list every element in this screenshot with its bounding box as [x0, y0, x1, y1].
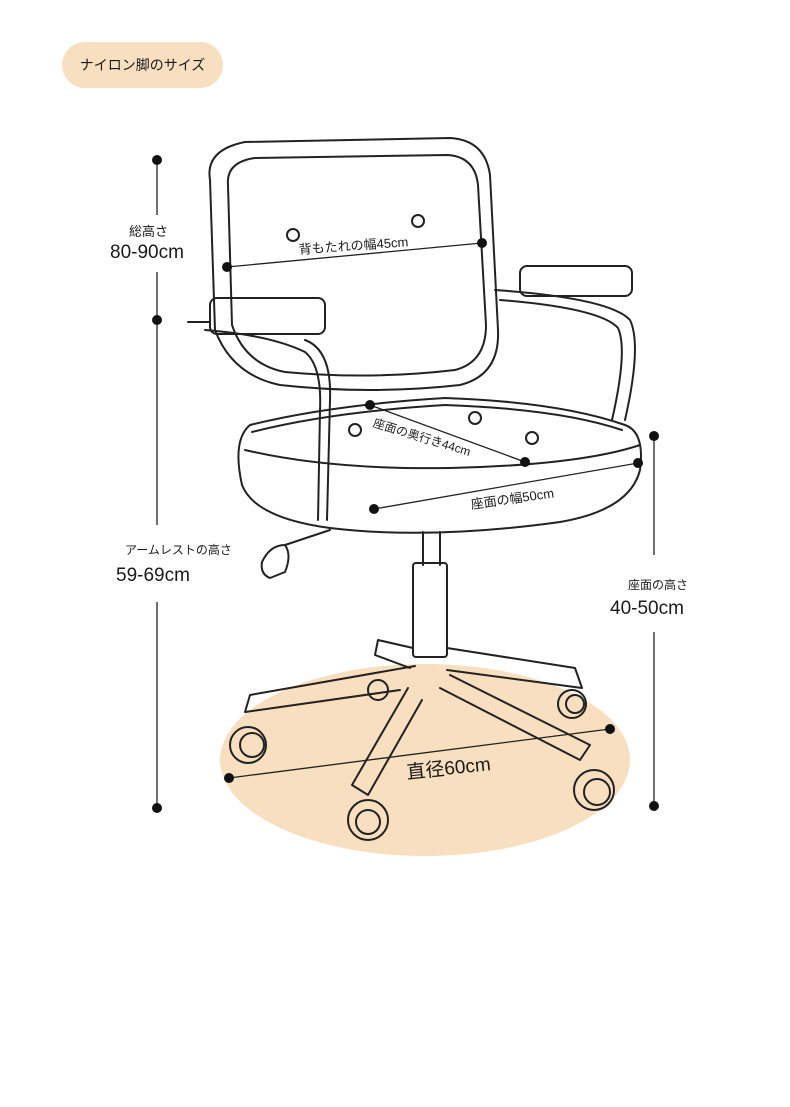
dot	[365, 400, 375, 410]
total-height-value: 80-90cm	[110, 242, 184, 263]
diameter-line	[228, 728, 611, 779]
size-badge: ナイロン脚のサイズ	[62, 42, 223, 88]
badge-title: ナイロン脚のサイズ	[79, 57, 206, 73]
seat-width-line	[373, 462, 639, 510]
armrest-height-label: アームレストの高さ	[125, 543, 232, 557]
dot	[477, 238, 487, 248]
back-width-line	[226, 242, 483, 268]
dimension-lines	[156, 160, 655, 808]
chair-outline	[187, 137, 642, 841]
total-height-label: 総高さ	[129, 224, 169, 239]
base-shadow	[220, 664, 630, 856]
dot	[222, 262, 232, 272]
dimension-dots	[152, 155, 659, 813]
seat-depth-line	[369, 404, 526, 463]
dot	[605, 724, 615, 734]
dot	[152, 315, 162, 325]
dot	[152, 155, 162, 165]
dot	[369, 504, 379, 514]
dot	[152, 803, 162, 813]
dot	[649, 431, 659, 441]
seat-height-value: 40-50cm	[610, 598, 684, 619]
dot	[633, 458, 643, 468]
armrest-height-value: 59-69cm	[116, 565, 190, 586]
dot	[224, 773, 234, 783]
seat-height-label: 座面の高さ	[628, 578, 689, 592]
dot	[520, 457, 530, 467]
dot	[649, 801, 659, 811]
